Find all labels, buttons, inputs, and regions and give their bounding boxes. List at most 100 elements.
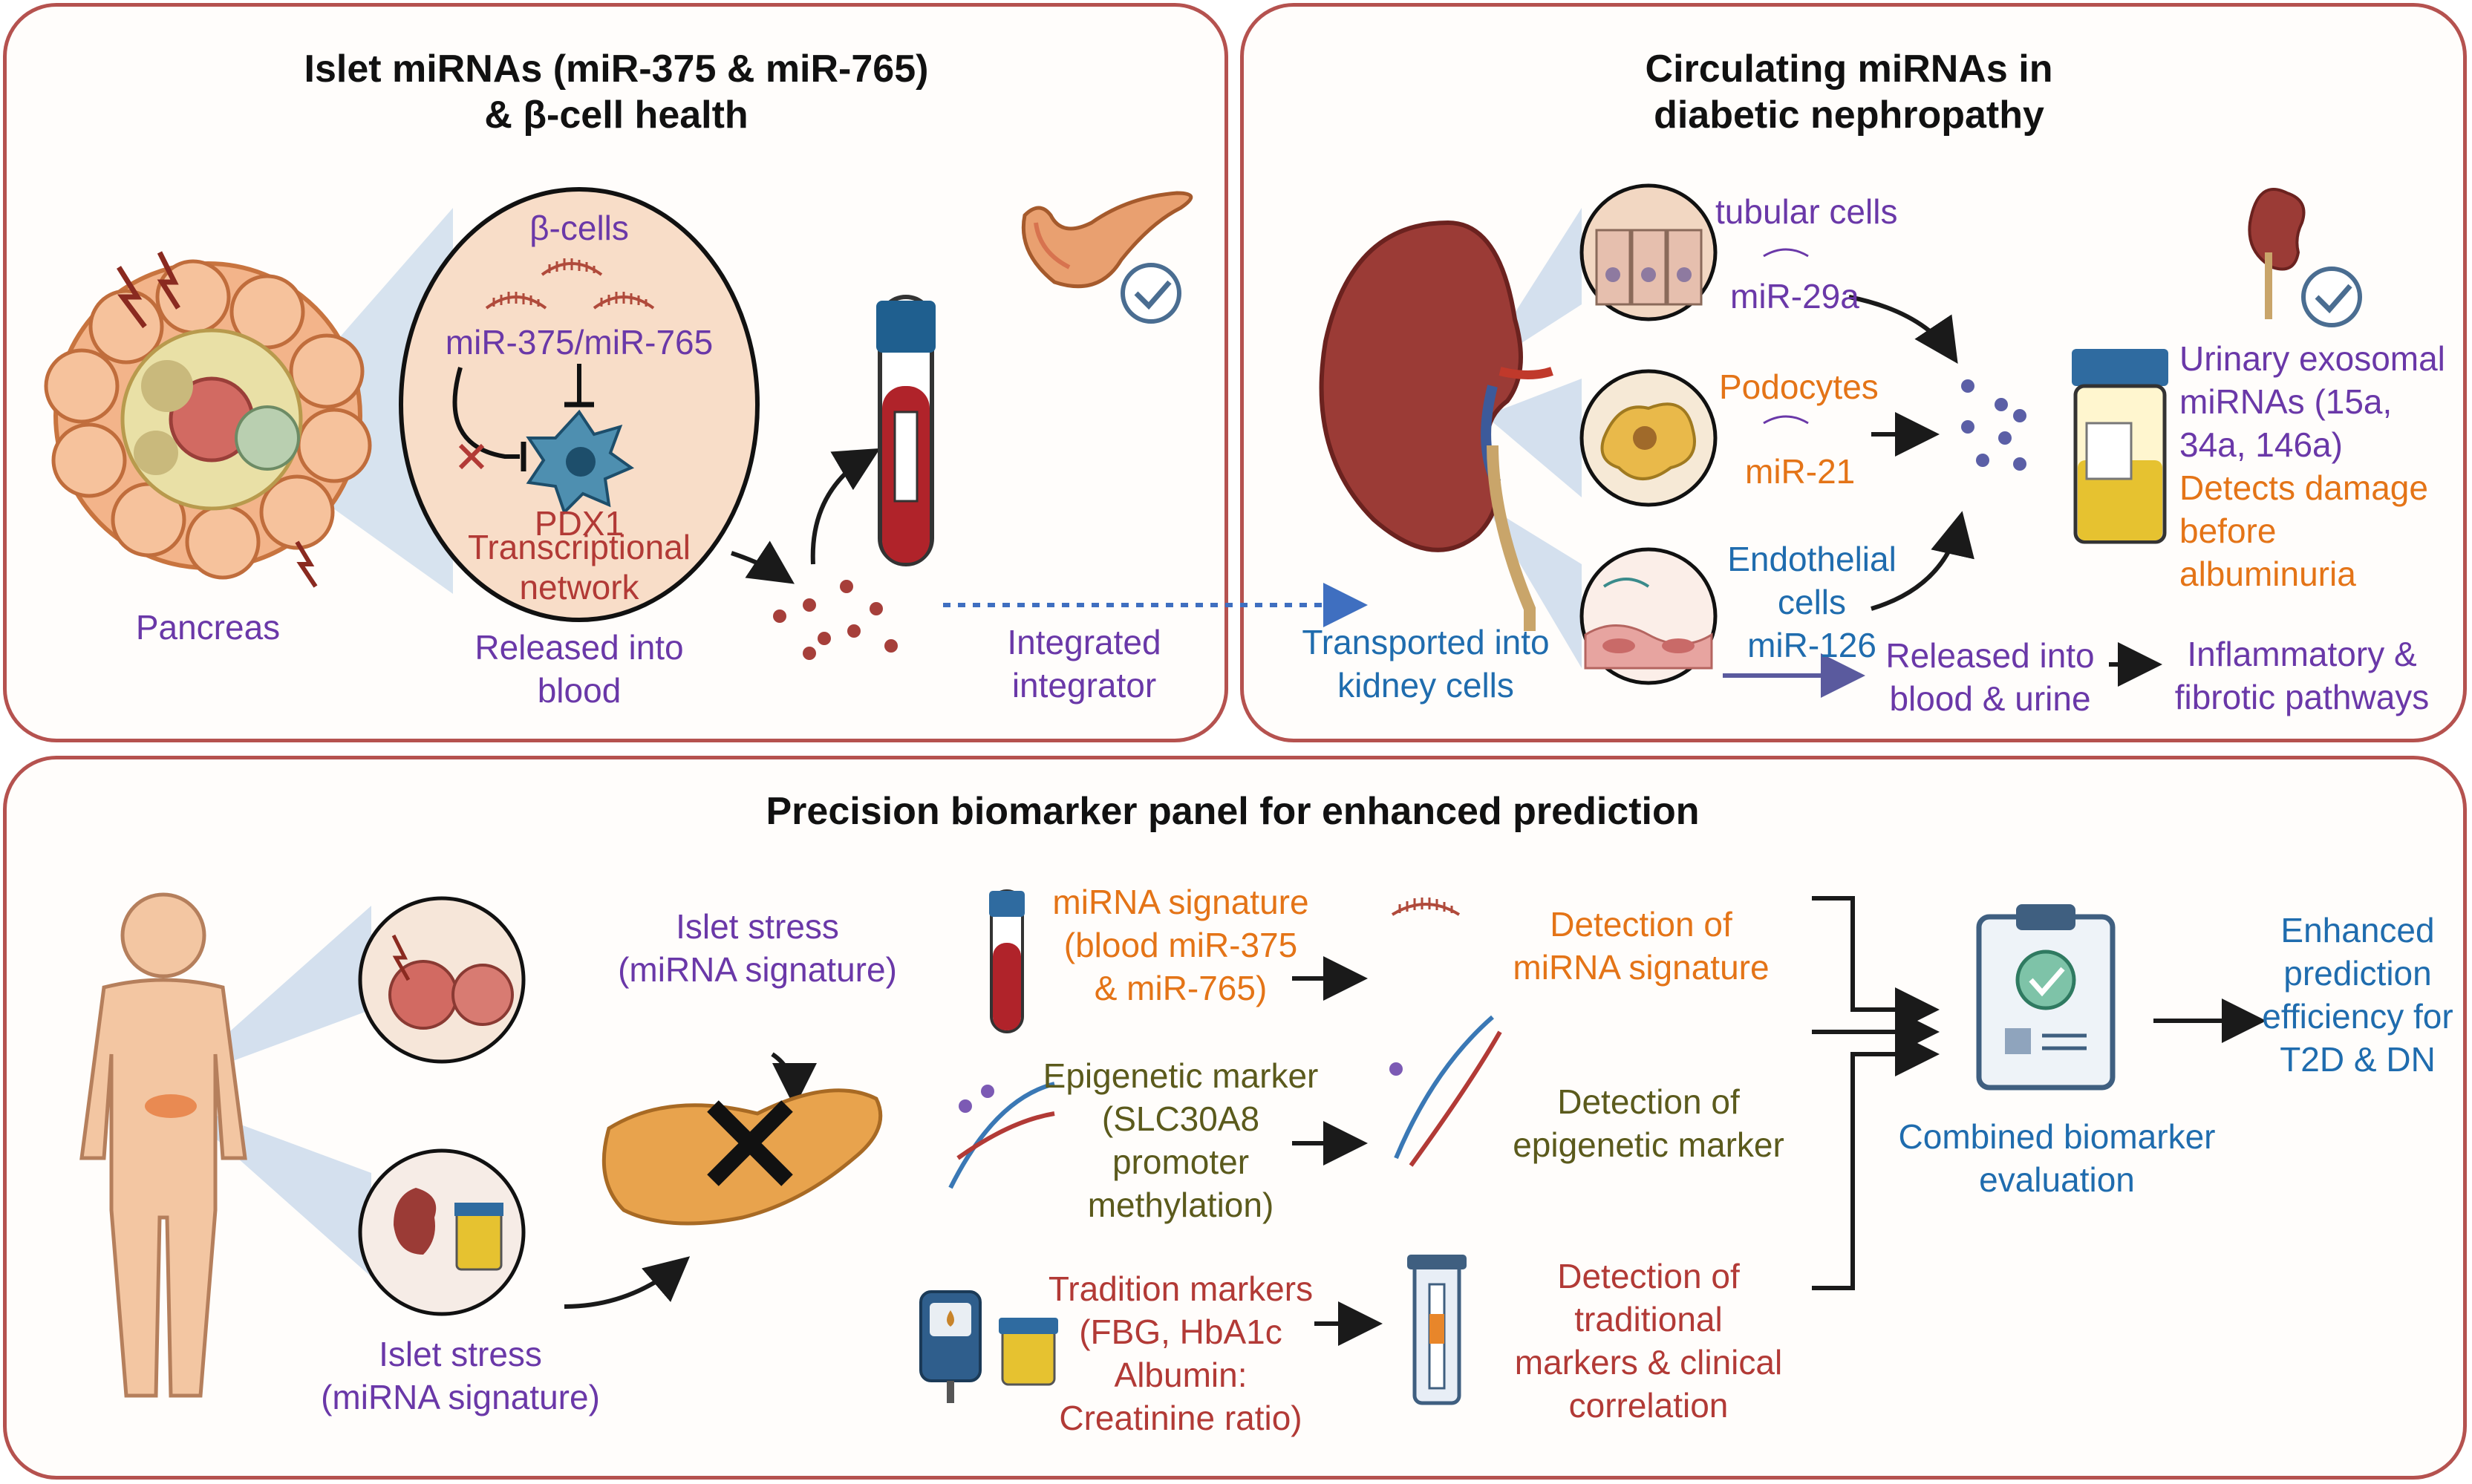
transcriptional-label: Transcriptional: [468, 528, 691, 566]
biomarker-panel: [3, 756, 2467, 1480]
mirna-signature-line3: & miR-765): [1094, 969, 1268, 1007]
urinary-line3: 34a, 146a): [2179, 425, 2343, 464]
beta-cells-label: β-cells: [529, 209, 629, 247]
tubular-cells-label: tubular cells: [1715, 192, 1898, 231]
pancreas-islet-icon: [44, 251, 372, 588]
arrow-tubular: [1848, 295, 1958, 364]
islet-stress-bottom-line2: (miRNA signature): [321, 1378, 600, 1416]
detection-mirna-line2: miRNA signature: [1513, 948, 1770, 987]
enhanced-line4: T2D & DN: [2280, 1040, 2436, 1079]
enhanced-line1: Enhanced: [2280, 911, 2435, 949]
tradition-line3: Albumin:: [1114, 1356, 1248, 1394]
glucometer-icon: [919, 1290, 982, 1403]
integrated-line1: Integrated: [1007, 623, 1161, 661]
inflammatory-line1: Inflammatory &: [2187, 635, 2417, 673]
released-blood-line2: blood: [537, 671, 622, 710]
detects-line3: albuminuria: [2179, 555, 2356, 593]
arrow-stress-bottom: [564, 1256, 691, 1309]
tradition-line4: Creatinine ratio): [1059, 1399, 1302, 1437]
podocytes-label: Podocytes: [1719, 367, 1879, 406]
kidney-urine-circle: [358, 1148, 526, 1316]
urinary-line2: miRNAs (15a,: [2179, 382, 2393, 421]
urinary-line1: Urinary exosomal: [2179, 339, 2445, 378]
dna-icon-right: [1389, 1015, 1502, 1167]
circulating-mirna-dots: [1961, 379, 2026, 471]
tradition-line2: (FBG, HbA1c: [1079, 1313, 1282, 1351]
epigenetic-line4: methylation): [1087, 1186, 1274, 1224]
endothelial-cells-circle: [1579, 547, 1718, 685]
detects-line2: before: [2179, 511, 2277, 550]
islet-stress-bottom-line1: Islet stress: [379, 1335, 542, 1373]
mir29a-label: miR-29a: [1730, 277, 1859, 316]
blood-tube-small-icon: [989, 889, 1025, 1033]
detection-trad-line4: correlation: [1568, 1386, 1729, 1425]
mir375-765-label: miR-375/miR-765: [445, 323, 714, 362]
detection-trad-line1: Detection of: [1557, 1257, 1740, 1295]
endothelial-line1: Endothelial: [1727, 540, 1897, 578]
merge-line-1: [1812, 896, 1940, 1032]
integrated-line2: integrator: [1011, 666, 1157, 705]
podocytes-circle: [1579, 369, 1718, 507]
enhanced-line2: prediction: [2283, 954, 2432, 993]
body-pancreas-icon: [145, 1094, 197, 1118]
nephro-title-line1: Circulating miRNAs in: [1645, 48, 2053, 91]
released-urine-line1: Released into: [1885, 636, 2095, 675]
clipboard-check-icon: [1976, 904, 2116, 1091]
combined-line1: Combined biomarker: [1898, 1117, 2216, 1156]
released-urine-line2: blood & urine: [1889, 679, 2091, 718]
released-mirna-dots: [773, 580, 898, 660]
tubular-cells-circle: [1579, 183, 1718, 321]
mir21-label: miR-21: [1745, 452, 1856, 491]
mirna-signature-line2: (blood miR-375: [1063, 926, 1298, 964]
transported-line2: kidney cells: [1337, 666, 1514, 705]
detection-trad-line3: markers & clinical: [1514, 1343, 1783, 1382]
epigenetic-line1: Epigenetic marker: [1043, 1056, 1319, 1095]
combined-line2: evaluation: [1979, 1160, 2135, 1199]
inflammatory-line2: fibrotic pathways: [2174, 678, 2430, 716]
urine-cup-small-icon: [999, 1318, 1058, 1386]
islet-stress-top-line2: (miRNA signature): [618, 950, 897, 989]
crossed-pancreas-icon: [601, 1088, 883, 1226]
pancreas-label: Pancreas: [135, 608, 281, 647]
tradition-line1: Tradition markers: [1048, 1269, 1314, 1308]
thermometer-tube-icon: [1407, 1255, 1467, 1405]
human-body-icon: [79, 892, 247, 1398]
kidney-icon: [1319, 220, 1553, 631]
arrow-to-dots: [731, 540, 795, 584]
transported-line1: Transported into: [1302, 623, 1550, 661]
dna-icon-left: [948, 1082, 1055, 1189]
arrow-to-tube: [810, 448, 881, 565]
biomarker-title: Precision biomarker panel for enhanced p…: [766, 790, 1700, 833]
mirna-icon: [485, 258, 655, 310]
released-blood-line1: Released into: [474, 628, 684, 667]
mirna-icon-panel: [1391, 898, 1461, 916]
detection-epi-line1: Detection of: [1557, 1082, 1740, 1121]
epigenetic-line3: promoter: [1112, 1143, 1250, 1181]
arrow-endothelial: [1871, 511, 1974, 611]
islet-title-line1: Islet miRNAs (miR-375 & miR-765): [304, 48, 929, 91]
pdx1-label: PDX1: [534, 504, 624, 543]
network-label: network: [519, 568, 639, 607]
kidney-check-icon: [2248, 188, 2362, 327]
islet-stress-top-line1: Islet stress: [676, 907, 839, 946]
blood-tube-icon: [876, 295, 936, 566]
mir126-label: miR-126: [1747, 626, 1876, 664]
merge-line-3: [1812, 1032, 1940, 1290]
nephro-title-line2: diabetic nephropathy: [1654, 94, 2044, 137]
arrow-stress-top: [771, 1052, 817, 1108]
detection-mirna-line1: Detection of: [1550, 905, 1732, 944]
zoom-cone-podocyte: [1485, 379, 1582, 497]
inhibition-line-curved: [452, 367, 520, 459]
checkmark-icon: [1121, 263, 1181, 324]
mirna-icon-small: [1763, 248, 1809, 425]
islet-title-line2: & β-cell health: [484, 94, 749, 137]
pancreas-icon: [1021, 191, 1193, 289]
urine-cup-icon: [2072, 349, 2168, 544]
detection-epi-line2: epigenetic marker: [1513, 1125, 1784, 1164]
epigenetic-line2: (SLC30A8: [1101, 1099, 1260, 1138]
enhanced-line3: efficiency for: [2262, 997, 2453, 1036]
detects-line1: Detects damage: [2179, 468, 2428, 507]
endothelial-line2: cells: [1777, 583, 1847, 621]
stressed-cells-circle: [358, 896, 526, 1064]
